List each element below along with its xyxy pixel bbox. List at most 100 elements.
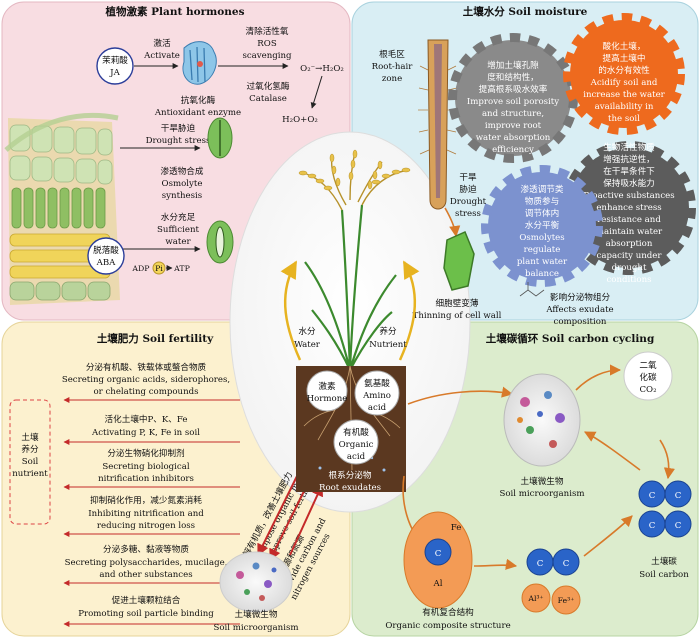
co2-cn1: 二氧: [639, 359, 657, 371]
side-cn1: 土壤: [21, 431, 39, 443]
co2-node: [623, 351, 673, 401]
stomata-open-icon: [206, 220, 234, 264]
gear1-en5: efficiency: [492, 145, 534, 155]
amino-acid-node: [354, 370, 400, 416]
root-hair-cn: 根毛区: [379, 48, 405, 60]
gear3-en2: enhance stress: [596, 203, 661, 213]
fert-item6-en: Promoting soil particle binding: [78, 609, 214, 619]
gear1-en4: water absorption: [476, 133, 551, 143]
center-ellipse: [229, 131, 471, 513]
composite-fe: Fe: [451, 523, 462, 533]
soil-c-4: C: [675, 521, 682, 531]
gear4-en1: Osmolytes: [519, 233, 564, 243]
gear3-en4: maintain water: [596, 227, 663, 237]
fert-item6-cn: 促进土壤颗粒结合: [112, 594, 181, 606]
carbon-microbe-en: Soil microorganism: [499, 489, 584, 499]
moisture-drought-cn2: 胁迫: [459, 183, 477, 195]
gear3-en1: Bioactive substances: [583, 191, 674, 201]
ros-en2: scavenging: [242, 51, 292, 61]
exudate-cn: 影响分泌物组分: [550, 291, 611, 303]
stomata-closed-icon: [207, 117, 233, 159]
co2-formula: CO₂: [639, 385, 656, 395]
carbon-microbe-cn: 土壤微生物: [521, 475, 564, 487]
hormone-drought-en: Drought stress: [146, 136, 211, 146]
rice-plant-illustration: [298, 149, 411, 371]
soil-carbon-cluster: [638, 480, 692, 538]
root-exudates-cn: 根系分泌物: [329, 469, 372, 481]
free-c-2: C: [563, 559, 570, 569]
antioxidant-cn: 抗氧化酶: [181, 94, 216, 106]
gear2-en2: increase the water: [583, 90, 665, 100]
sufficient-en2: water: [165, 237, 191, 247]
free-c-1: C: [537, 559, 544, 569]
gear2-en3: availability in: [595, 102, 654, 112]
fert-item2-cn: 活化土壤中P、K、Fe: [105, 413, 188, 425]
al3-label: Al³⁺: [527, 594, 543, 603]
gear4-cn1: 渗透调节类: [521, 183, 564, 195]
gear3-cn1: 生物活性物质: [603, 141, 655, 153]
fert-item5-cn: 分泌多糖、黏液等物质: [103, 543, 189, 555]
gear3-en7: drought: [612, 263, 647, 273]
fert-item4-en1: Inhibiting nitrification and: [88, 509, 204, 519]
soil-c-2: C: [675, 491, 682, 501]
gear-bioactive-substances: [562, 141, 696, 275]
fert-item4-cn: 抑制硝化作用，减少氮素消耗: [90, 494, 202, 506]
hormone-node: [306, 370, 348, 412]
microbe-co2-arrow: [575, 364, 622, 391]
fert-item3-en2: nitrification inhibitors: [98, 474, 194, 484]
antioxidant-enzyme-icon: [182, 41, 217, 85]
co2-cn2: 化碳: [639, 371, 657, 383]
gear2-en4: the soil: [608, 114, 640, 124]
root-hair-en2: zone: [382, 74, 402, 84]
al3-node: [521, 583, 551, 613]
gear3-en8: conditions: [606, 275, 651, 285]
side-en2: nutrient: [12, 469, 48, 479]
composite-c: C: [435, 549, 442, 559]
moisture-drought-en2: stress: [455, 209, 481, 219]
gear-acidify-soil: [563, 13, 685, 135]
carbon-microorganism-icon: [503, 373, 581, 467]
soil-c-3: C: [649, 521, 656, 531]
organic-composite-cn: 有机复合结构: [422, 606, 474, 618]
nutrient-cn: 养分: [379, 325, 397, 337]
fe3-node: [551, 585, 581, 615]
organic-acid-cn: 有机酸: [343, 426, 369, 438]
gear1-en3: improve root: [485, 121, 542, 131]
fert-item5-en2: and other substances: [99, 570, 192, 580]
ros-en1: ROS: [257, 39, 277, 49]
antioxidant-en: Antioxidant enzyme: [154, 108, 241, 118]
fert-item1-cn: 分泌有机酸、铁载体或螯合物质: [86, 361, 207, 373]
gear3-en3: resistance and: [597, 215, 661, 225]
plant-hormones-title: 植物激素 Plant hormones: [105, 5, 245, 18]
h2o-formula: H₂O+O₂: [282, 115, 318, 125]
nutrient-arrow: [398, 260, 420, 361]
gear4-en2: regulate: [524, 245, 561, 255]
aba-en: ABA: [96, 258, 117, 268]
leaf-tissue-illustration: [4, 112, 120, 305]
exudate-en2: composition: [554, 317, 607, 327]
activate-en: Activate: [143, 51, 180, 61]
water-en: Water: [294, 340, 321, 350]
sufficient-en1: Sufficient: [157, 225, 199, 235]
adp-label: ADP: [131, 264, 149, 273]
gear3-cn2: 增强抗逆性，: [603, 153, 655, 165]
composite-c-node: [424, 538, 452, 566]
gear-osmolytes: [481, 165, 603, 287]
soil-c-1: C: [649, 491, 656, 501]
gear4-cn4: 水分平衡: [525, 219, 560, 231]
fert-item4-en2: reducing nitrogen loss: [97, 521, 195, 531]
side-cn2: 养分: [21, 443, 39, 455]
side-en1: Soil: [22, 457, 39, 467]
gear4-en4: balance: [525, 269, 559, 279]
gear4-cn2: 物质参与: [525, 195, 559, 207]
fert-microbe-cn: 土壤微生物: [235, 608, 278, 620]
moisture-drought-en1: Drought: [450, 197, 487, 207]
root-exudates-en: Root exudates: [319, 483, 381, 493]
fert-item1-en2: or chelating compounds: [93, 387, 198, 397]
soil-carbon-en: Soil carbon: [639, 570, 689, 580]
fert-item2-en: Activating P, K, Fe in soil: [91, 428, 200, 438]
drought-cell-arrow: [444, 207, 461, 238]
catalase-cn: 过氧化氢酶: [247, 80, 290, 92]
